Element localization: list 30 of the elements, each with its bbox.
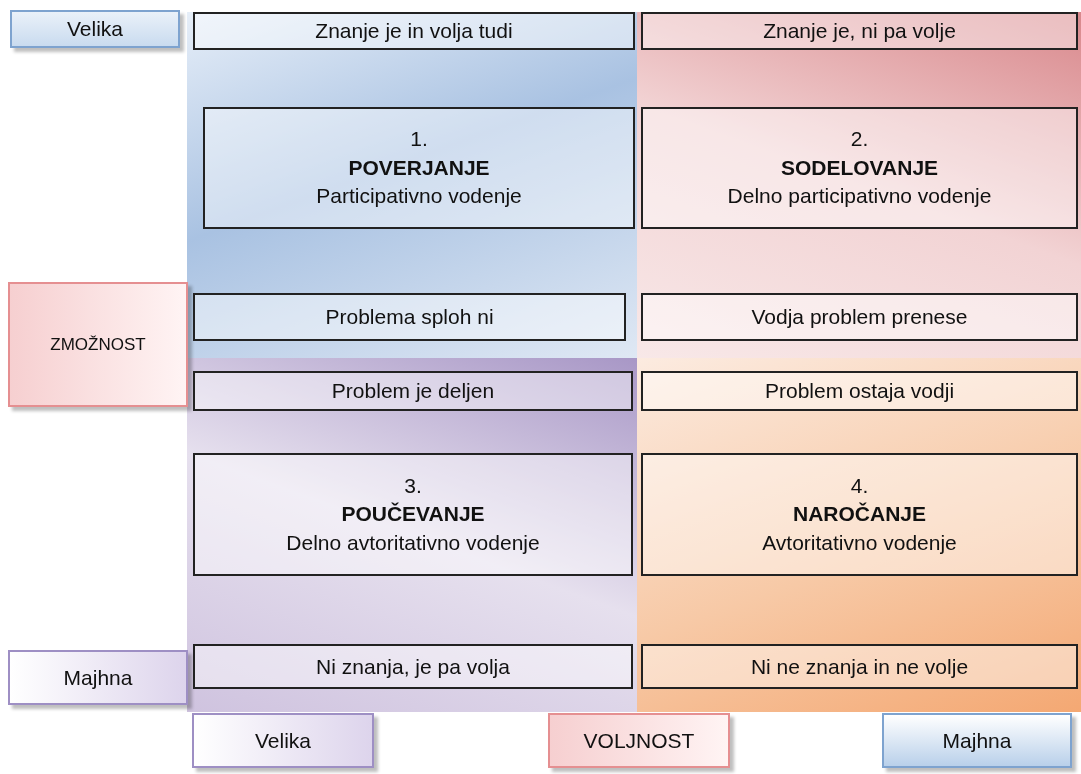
style-description: Avtoritativno vodenje bbox=[762, 529, 957, 556]
axis-label: Majhna bbox=[882, 713, 1072, 768]
quadrant-number: 1. bbox=[410, 126, 428, 153]
quadrant-number: 3. bbox=[404, 473, 422, 499]
style-heading: POUČEVANJE bbox=[341, 501, 485, 528]
style-description: Participativno vodenje bbox=[316, 183, 522, 210]
style-description: Delno avtoritativno vodenje bbox=[286, 529, 540, 556]
axis-label: Velika bbox=[192, 713, 374, 768]
quadrant-card bbox=[641, 453, 1078, 576]
style-heading: POVERJANJE bbox=[348, 154, 490, 181]
quadrant-number: 4. bbox=[850, 473, 869, 499]
style-heading: SODELOVANJE bbox=[780, 154, 939, 181]
quadrant-label: Vodja problem prenese bbox=[641, 293, 1078, 341]
axis-label: VOLJNOST bbox=[548, 713, 730, 768]
quadrant-number: 2. bbox=[850, 126, 869, 153]
axis-label: Velika bbox=[10, 10, 180, 48]
quadrant-label: Problem je deljen bbox=[193, 371, 633, 411]
axis-label: ZMOŽNOST bbox=[8, 282, 188, 407]
quadrant-label: Znanje je, ni pa volje bbox=[641, 12, 1078, 50]
quadrant-card bbox=[193, 453, 633, 576]
quadrant-label: Znanje je in volja tudi bbox=[193, 12, 635, 50]
style-description: Delno participativno vodenje bbox=[727, 183, 992, 210]
axis-label: Majhna bbox=[8, 650, 188, 705]
quadrant-label: Problem ostaja vodji bbox=[641, 371, 1078, 411]
quadrant-card bbox=[203, 107, 635, 229]
quadrant-card bbox=[641, 107, 1078, 229]
quadrant-label: Problema sploh ni bbox=[193, 293, 626, 341]
quadrant-label: Ni znanja, je pa volja bbox=[193, 644, 633, 689]
quadrant-label: Ni ne znanja in ne volje bbox=[641, 644, 1078, 689]
style-heading: NAROČANJE bbox=[793, 501, 926, 528]
